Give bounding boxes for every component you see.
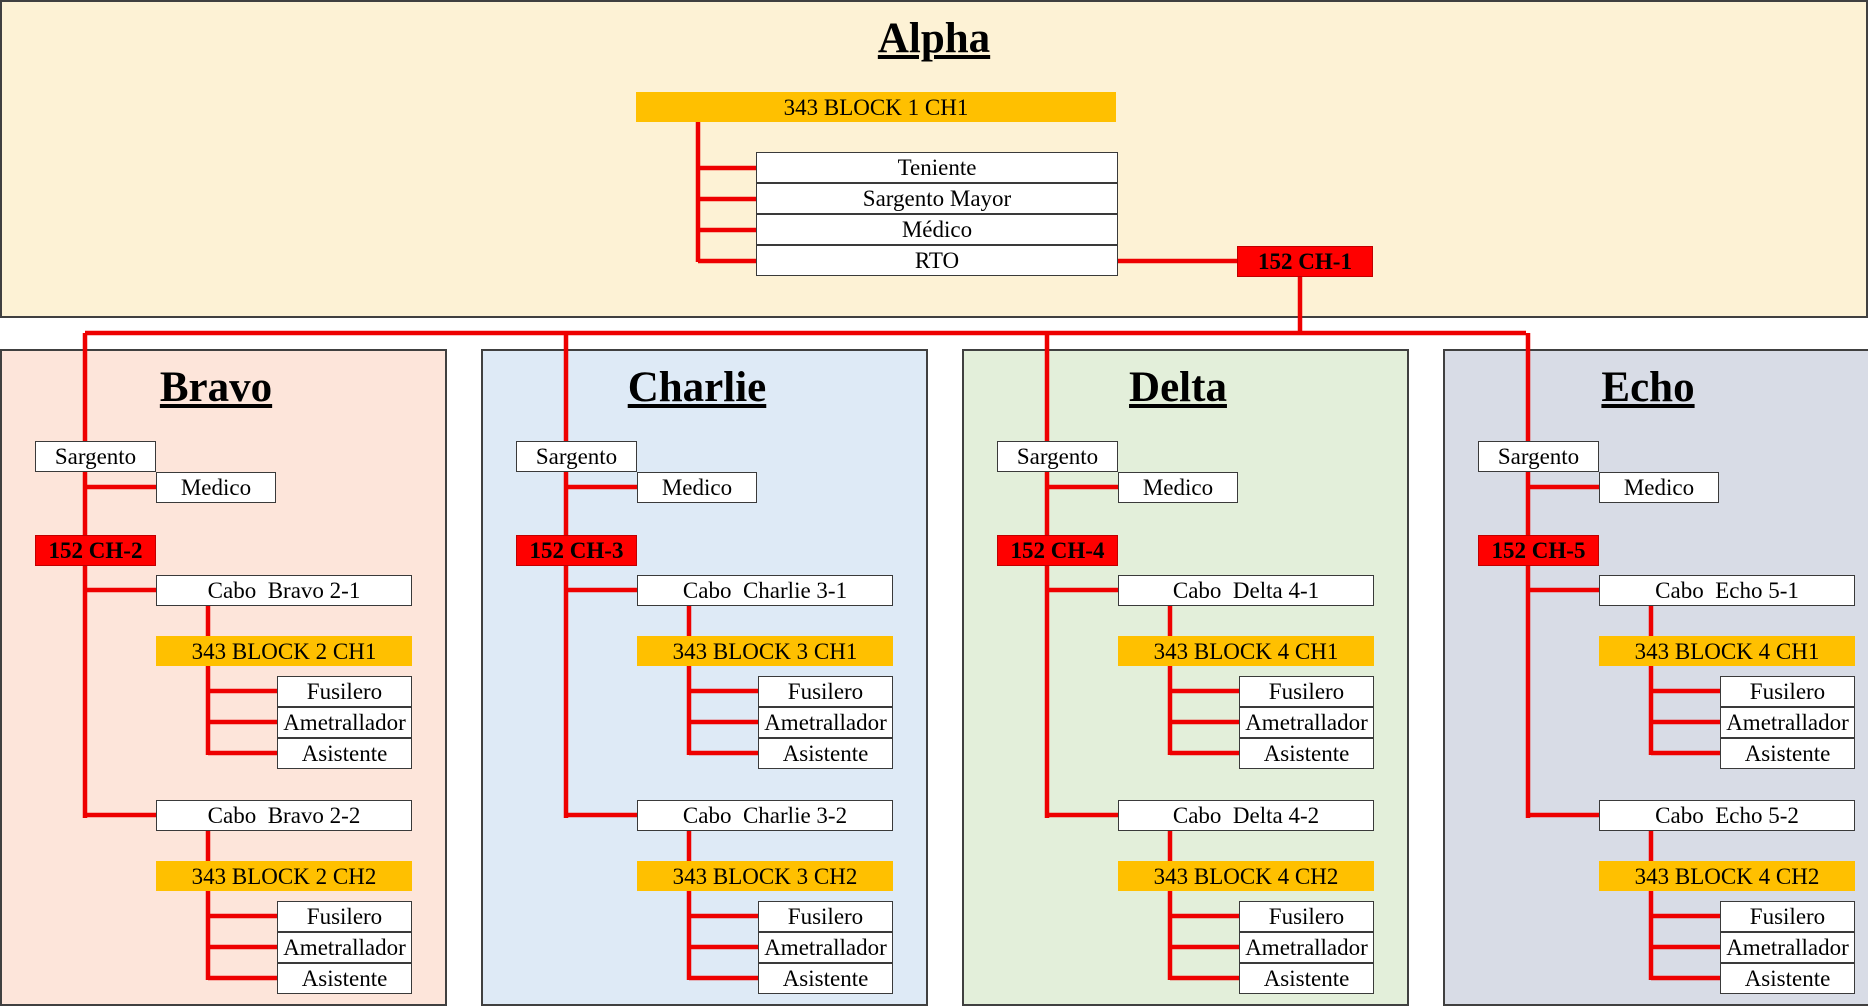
delta-medico-box: Medico: [1118, 472, 1238, 503]
delta-team-2-fusilero-box: Fusilero: [1239, 901, 1374, 932]
echo-sargento-box: Sargento: [1478, 441, 1599, 472]
bravo-team-2-cabo-box: Cabo Bravo 2-2: [156, 800, 412, 831]
echo-team-1-ametrallador-box: Ametrallador: [1720, 707, 1855, 738]
charlie-sargento-box: Sargento: [516, 441, 637, 472]
echo-team-1-cabo-box: Cabo Echo 5-1: [1599, 575, 1855, 606]
charlie-team-2-ametrallador-box: Ametrallador: [758, 932, 893, 963]
sargento-mayor-box: Sargento Mayor: [756, 183, 1118, 214]
charlie-team-1-cabo-box: Cabo Charlie 3-1: [637, 575, 893, 606]
delta-radio-152: 152 CH-4: [997, 535, 1118, 566]
charlie-team-1-ametrallador-box: Ametrallador: [758, 707, 893, 738]
delta-team-1-radio-343: 343 BLOCK 4 CH1: [1118, 636, 1374, 666]
charlie-team-2-radio-343: 343 BLOCK 3 CH2: [637, 861, 893, 891]
rto-box: RTO: [756, 245, 1118, 276]
delta-team-1-asistente-box: Asistente: [1239, 738, 1374, 769]
echo-team-1-fusilero-box: Fusilero: [1720, 676, 1855, 707]
charlie-team-2-cabo-box: Cabo Charlie 3-2: [637, 800, 893, 831]
echo-medico-box: Medico: [1599, 472, 1719, 503]
charlie-team-2-asistente-box: Asistente: [758, 963, 893, 994]
echo-team-2-ametrallador-box: Ametrallador: [1720, 932, 1855, 963]
echo-team-1-asistente-box: Asistente: [1720, 738, 1855, 769]
bravo-team-2-asistente-box: Asistente: [277, 963, 412, 994]
charlie-team-1-asistente-box: Asistente: [758, 738, 893, 769]
bravo-team-1-asistente-box: Asistente: [277, 738, 412, 769]
bravo-team-1-fusilero-box: Fusilero: [277, 676, 412, 707]
charlie-radio-152: 152 CH-3: [516, 535, 637, 566]
bravo-sargento-box: Sargento: [35, 441, 156, 472]
delta-team-1-ametrallador-box: Ametrallador: [1239, 707, 1374, 738]
echo-team-2-fusilero-box: Fusilero: [1720, 901, 1855, 932]
bravo-team-2-radio-343: 343 BLOCK 2 CH2: [156, 861, 412, 891]
charlie-team-1-fusilero-box: Fusilero: [758, 676, 893, 707]
bravo-title: Bravo: [159, 364, 273, 411]
echo-team-2-asistente-box: Asistente: [1720, 963, 1855, 994]
delta-team-1-cabo-box: Cabo Delta 4-1: [1118, 575, 1374, 606]
echo-team-2-cabo-box: Cabo Echo 5-2: [1599, 800, 1855, 831]
alpha-title: Alpha: [877, 15, 991, 62]
delta-team-1-fusilero-box: Fusilero: [1239, 676, 1374, 707]
charlie-team-2-fusilero-box: Fusilero: [758, 901, 893, 932]
bravo-medico-box: Medico: [156, 472, 276, 503]
bravo-team-2-fusilero-box: Fusilero: [277, 901, 412, 932]
delta-team-2-asistente-box: Asistente: [1239, 963, 1374, 994]
medico-box: Médico: [756, 214, 1118, 245]
echo-radio-152: 152 CH-5: [1478, 535, 1599, 566]
echo-title: Echo: [1601, 364, 1695, 411]
delta-team-2-ametrallador-box: Ametrallador: [1239, 932, 1374, 963]
alpha-radio-343: 343 BLOCK 1 CH1: [636, 92, 1116, 122]
delta-team-2-radio-343: 343 BLOCK 4 CH2: [1118, 861, 1374, 891]
charlie-team-1-radio-343: 343 BLOCK 3 CH1: [637, 636, 893, 666]
bravo-radio-152: 152 CH-2: [35, 535, 156, 566]
charlie-medico-box: Medico: [637, 472, 757, 503]
delta-sargento-box: Sargento: [997, 441, 1118, 472]
delta-title: Delta: [1129, 364, 1227, 411]
alpha-radio-152: 152 CH-1: [1237, 246, 1373, 277]
teniente-box: Teniente: [756, 152, 1118, 183]
bravo-team-2-ametrallador-box: Ametrallador: [277, 932, 412, 963]
bravo-team-1-radio-343: 343 BLOCK 2 CH1: [156, 636, 412, 666]
delta-team-2-cabo-box: Cabo Delta 4-2: [1118, 800, 1374, 831]
bravo-team-1-ametrallador-box: Ametrallador: [277, 707, 412, 738]
charlie-title: Charlie: [627, 364, 767, 411]
echo-team-2-radio-343: 343 BLOCK 4 CH2: [1599, 861, 1855, 891]
echo-team-1-radio-343: 343 BLOCK 4 CH1: [1599, 636, 1855, 666]
bravo-team-1-cabo-box: Cabo Bravo 2-1: [156, 575, 412, 606]
